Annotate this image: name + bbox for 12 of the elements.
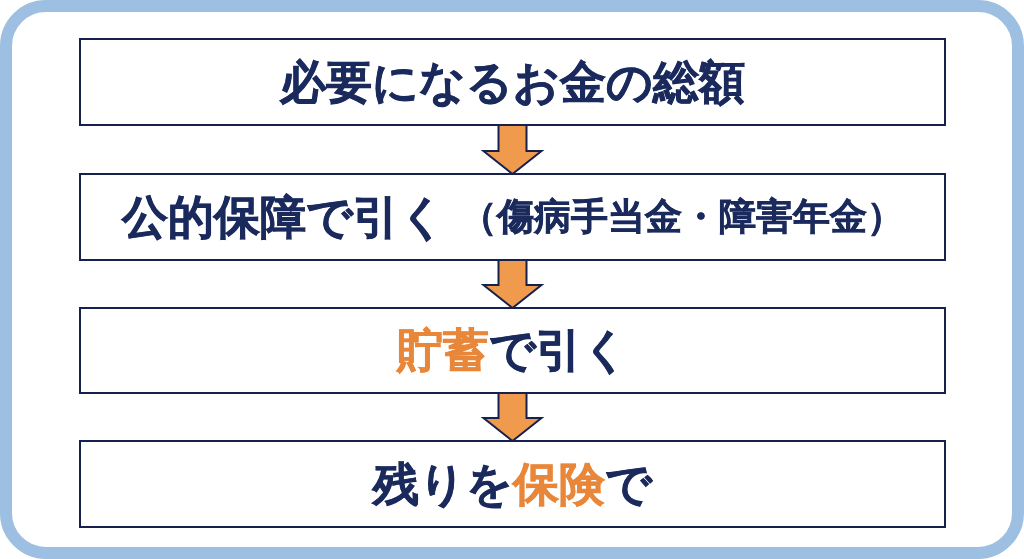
- down-arrow: [480, 124, 545, 176]
- step-box: [79, 173, 946, 261]
- note-text: （傷病手当金・障害年金）: [459, 195, 904, 239]
- step-box: [79, 440, 946, 528]
- step-text: 残りを保険で: [373, 457, 652, 511]
- step-box: [79, 38, 946, 126]
- down-arrow: [480, 259, 545, 310]
- step-text: 必要になるお金の総額: [280, 55, 745, 109]
- step-text: 貯蓄で引く: [396, 324, 629, 377]
- step-box: [79, 307, 946, 394]
- step-text: 公的保障で引く: [121, 190, 446, 244]
- down-arrow: [480, 392, 545, 443]
